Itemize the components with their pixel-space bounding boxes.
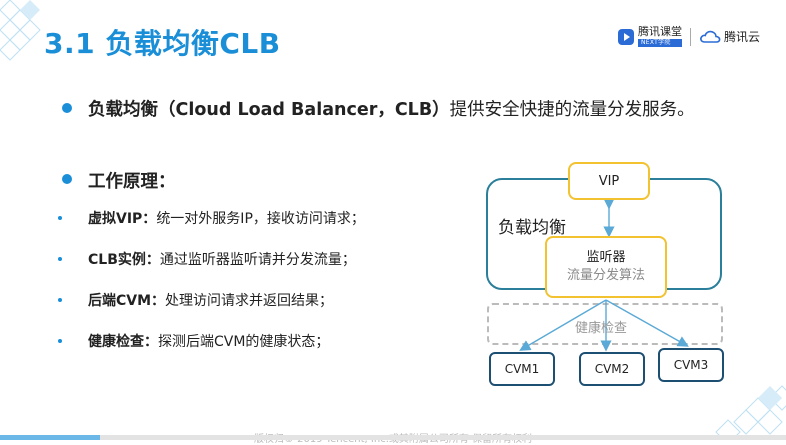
slide-title: 3.1 负载均衡CLB [44, 27, 281, 60]
item-desc: 处理访问请求并返回结果； [165, 293, 334, 309]
classroom-play-icon [617, 28, 634, 45]
tencent-cloud-logo: 腾讯云 [699, 28, 760, 45]
arrow-to-cvm1 [519, 299, 607, 351]
item-desc: 通过监听器监听请并分发流量； [159, 252, 356, 268]
load-balancer-label: 负载均衡 [498, 218, 566, 238]
list-item: CLB实例：通过监听器监听请并分发流量； [88, 249, 356, 269]
list-item: 健康检查：探测后端CVM的健康状态； [88, 331, 329, 351]
intro-bullet [62, 103, 72, 113]
item-desc: 统一对外服务IP，接收访问请求； [156, 211, 365, 227]
cloud-name: 腾讯云 [723, 30, 760, 44]
item-dot [58, 257, 62, 261]
principle-heading: 工作原理： [88, 172, 176, 192]
arrow-to-cvm3 [605, 299, 689, 347]
item-term: 后端CVM： [88, 293, 166, 309]
classroom-subtitle: NEXT学院 [637, 39, 682, 47]
tencent-classroom-logo: 腾讯课堂 NEXT学院 [617, 26, 682, 47]
list-item: 后端CVM：处理访问请求并返回结果； [88, 290, 333, 310]
classroom-name: 腾讯课堂 [637, 25, 682, 38]
logo-divider [689, 27, 691, 46]
item-term: 虚拟VIP： [88, 211, 157, 227]
intro-rest: 提供安全快捷的流量分发服务。 [449, 100, 695, 120]
cloud-icon [700, 30, 721, 43]
item-dot [58, 216, 62, 220]
health-check-label: 健康检查 [575, 321, 628, 336]
listener-subtitle: 流量分发算法 [566, 268, 645, 283]
footer-accent-bar [0, 435, 100, 440]
vip-box: VIP [568, 162, 650, 200]
item-term: CLB实例： [88, 252, 160, 268]
intro-line: 负载均衡（Cloud Load Balancer，CLB）提供安全快捷的流量分发… [88, 96, 695, 121]
cvm-box: CVM2 [579, 352, 645, 386]
decorative-pattern-bottom-right [715, 385, 786, 440]
item-dot [58, 298, 62, 302]
cvm-box: CVM3 [658, 348, 724, 382]
listener-box: 监听器 流量分发算法 [545, 236, 667, 298]
list-item: 虚拟VIP：统一对外服务IP，接收访问请求； [88, 208, 365, 228]
cvm-box: CVM1 [489, 352, 555, 386]
item-dot [58, 339, 62, 343]
decorative-pattern-top-left [0, 0, 41, 61]
footer-grey-bar [100, 435, 786, 440]
intro-bold: 负载均衡（Cloud Load Balancer，CLB） [88, 100, 450, 120]
item-desc: 探测后端CVM的健康状态； [158, 334, 330, 350]
listener-title: 监听器 [586, 250, 626, 265]
brand-logos: 腾讯课堂 NEXT学院 腾讯云 [617, 26, 760, 47]
item-term: 健康检查： [88, 334, 158, 350]
principle-bullet [62, 174, 72, 184]
